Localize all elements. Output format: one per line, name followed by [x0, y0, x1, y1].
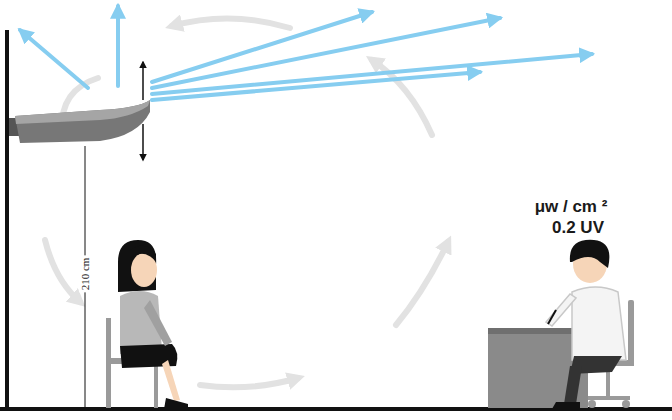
woman-leg — [162, 360, 180, 401]
uv-device — [9, 100, 150, 143]
seated-woman — [106, 240, 188, 409]
uv-ray — [152, 72, 480, 100]
wall — [5, 30, 9, 411]
height-dimension: 210 cm — [79, 256, 91, 293]
airflow-arrow — [200, 378, 298, 387]
seated-man — [546, 240, 634, 409]
airflow-arrow — [396, 242, 448, 325]
chair-wheel — [622, 400, 630, 408]
man-shoe — [552, 402, 580, 409]
down-arrow — [142, 124, 144, 160]
uv-ray — [152, 12, 372, 82]
man-leg — [564, 366, 582, 404]
woman-shoe — [164, 398, 188, 409]
uv-reading: 0.2 UV — [550, 219, 606, 238]
pen — [548, 310, 556, 324]
man-hair — [570, 240, 610, 268]
device-body — [15, 100, 150, 143]
chair-base — [588, 396, 630, 400]
man-arm — [546, 294, 576, 326]
woman-fringe — [130, 246, 156, 262]
uv-ray — [20, 30, 88, 88]
woman-hair — [118, 240, 156, 292]
airflow-arrow — [45, 240, 80, 302]
unit-label: μw / cm ² — [533, 198, 610, 217]
chair-back — [628, 300, 634, 366]
chair-wheel — [588, 400, 596, 408]
device-top — [15, 100, 150, 124]
uv-ray — [152, 54, 592, 94]
chair-leg — [154, 362, 158, 408]
airflow-arrow — [172, 18, 290, 28]
uv-rays — [20, 6, 592, 100]
uv-ray — [116, 6, 120, 86]
up-arrow — [142, 62, 144, 100]
woman-arm — [144, 300, 172, 346]
man-shirt — [572, 287, 626, 360]
